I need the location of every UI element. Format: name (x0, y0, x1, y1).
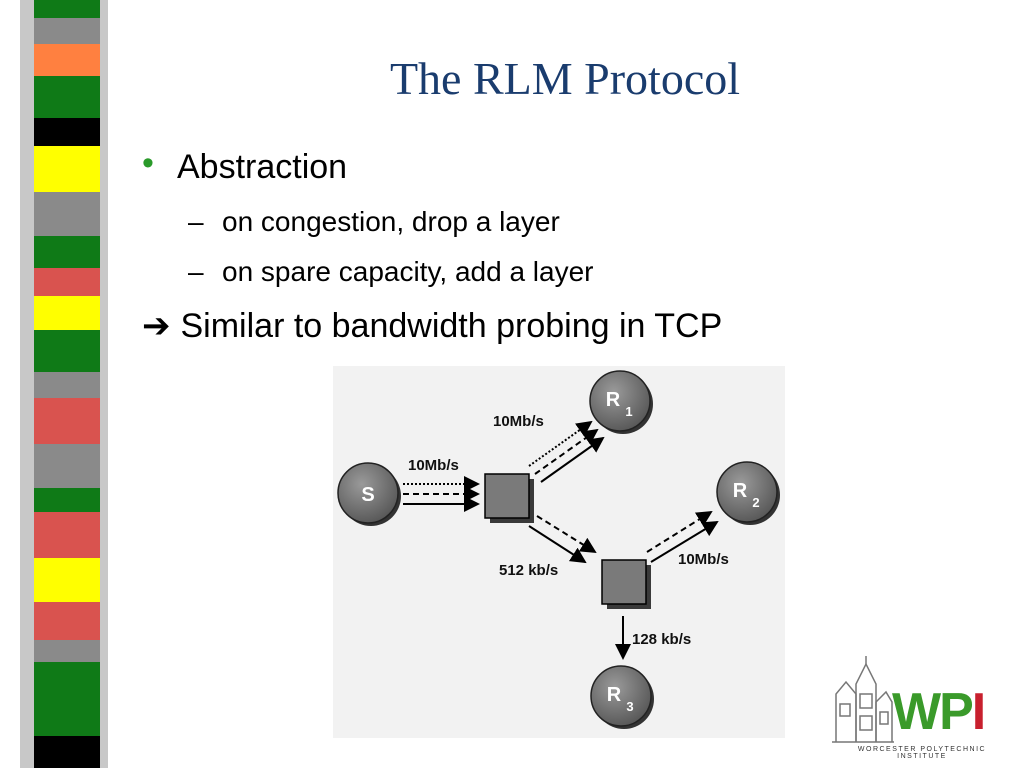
node-source: S (337, 462, 401, 526)
sub-bullet-add-layer: –on spare capacity, add a layer (188, 256, 593, 288)
node-r2: R 2 (716, 461, 780, 525)
bullet-dot-icon: • (142, 144, 154, 182)
link-s-router1 (403, 476, 480, 512)
label-router1-r1: 10Mb/s (493, 413, 544, 430)
label-s-router1: 10Mb/s (408, 457, 459, 474)
node-r2-subscript: 2 (752, 495, 759, 510)
bullet-conclusion: ➔Similar to bandwidth probing in TCP (142, 306, 722, 346)
link-router1-r1 (528, 420, 605, 483)
node-r2-label: R (733, 480, 748, 502)
router-2 (601, 559, 651, 609)
label-router2-r3: 128 kb/s (632, 631, 691, 648)
wpi-logo: WPI WORCESTER POLYTECHNIC INSTITUTE (832, 654, 1012, 764)
bullet-text: Abstraction (177, 148, 348, 186)
sub-bullet-drop-layer: –on congestion, drop a layer (188, 206, 560, 238)
node-r3: R 3 (590, 665, 654, 729)
building-illustration-icon (832, 656, 894, 743)
diagram-svg: S R 1 R 2 R 3 10Mb/s 10Mb/ (337, 370, 780, 729)
dash-icon: – (188, 256, 204, 287)
node-r3-subscript: 3 (626, 699, 633, 714)
label-router2-r2: 10Mb/s (678, 551, 729, 568)
link-router1-router2 (528, 515, 597, 564)
sub-bullet-text: on congestion, drop a layer (222, 206, 560, 237)
strip-column (34, 0, 100, 768)
link-router2-r2 (646, 510, 719, 563)
label-router1-router2: 512 kb/s (499, 562, 558, 579)
wpi-caption: WORCESTER POLYTECHNIC INSTITUTE (857, 746, 987, 760)
node-source-label: S (361, 484, 374, 506)
node-r1-label: R (606, 389, 621, 411)
sub-bullet-text: on spare capacity, add a layer (222, 256, 594, 287)
node-r1-subscript: 1 (625, 404, 632, 419)
dash-icon: – (188, 206, 204, 237)
node-r1: R 1 (589, 370, 653, 434)
slide-title: The RLM Protocol (389, 53, 741, 104)
wpi-wordmark: WPI (892, 683, 986, 741)
decorative-color-strip (20, 0, 108, 768)
rlm-network-diagram: S R 1 R 2 R 3 10Mb/s 10Mb/ (333, 366, 785, 738)
right-arrow-icon: ➔ (142, 307, 171, 345)
bullet-text: Similar to bandwidth probing in TCP (180, 307, 723, 345)
router-1 (484, 473, 534, 523)
node-r3-label: R (607, 684, 622, 706)
